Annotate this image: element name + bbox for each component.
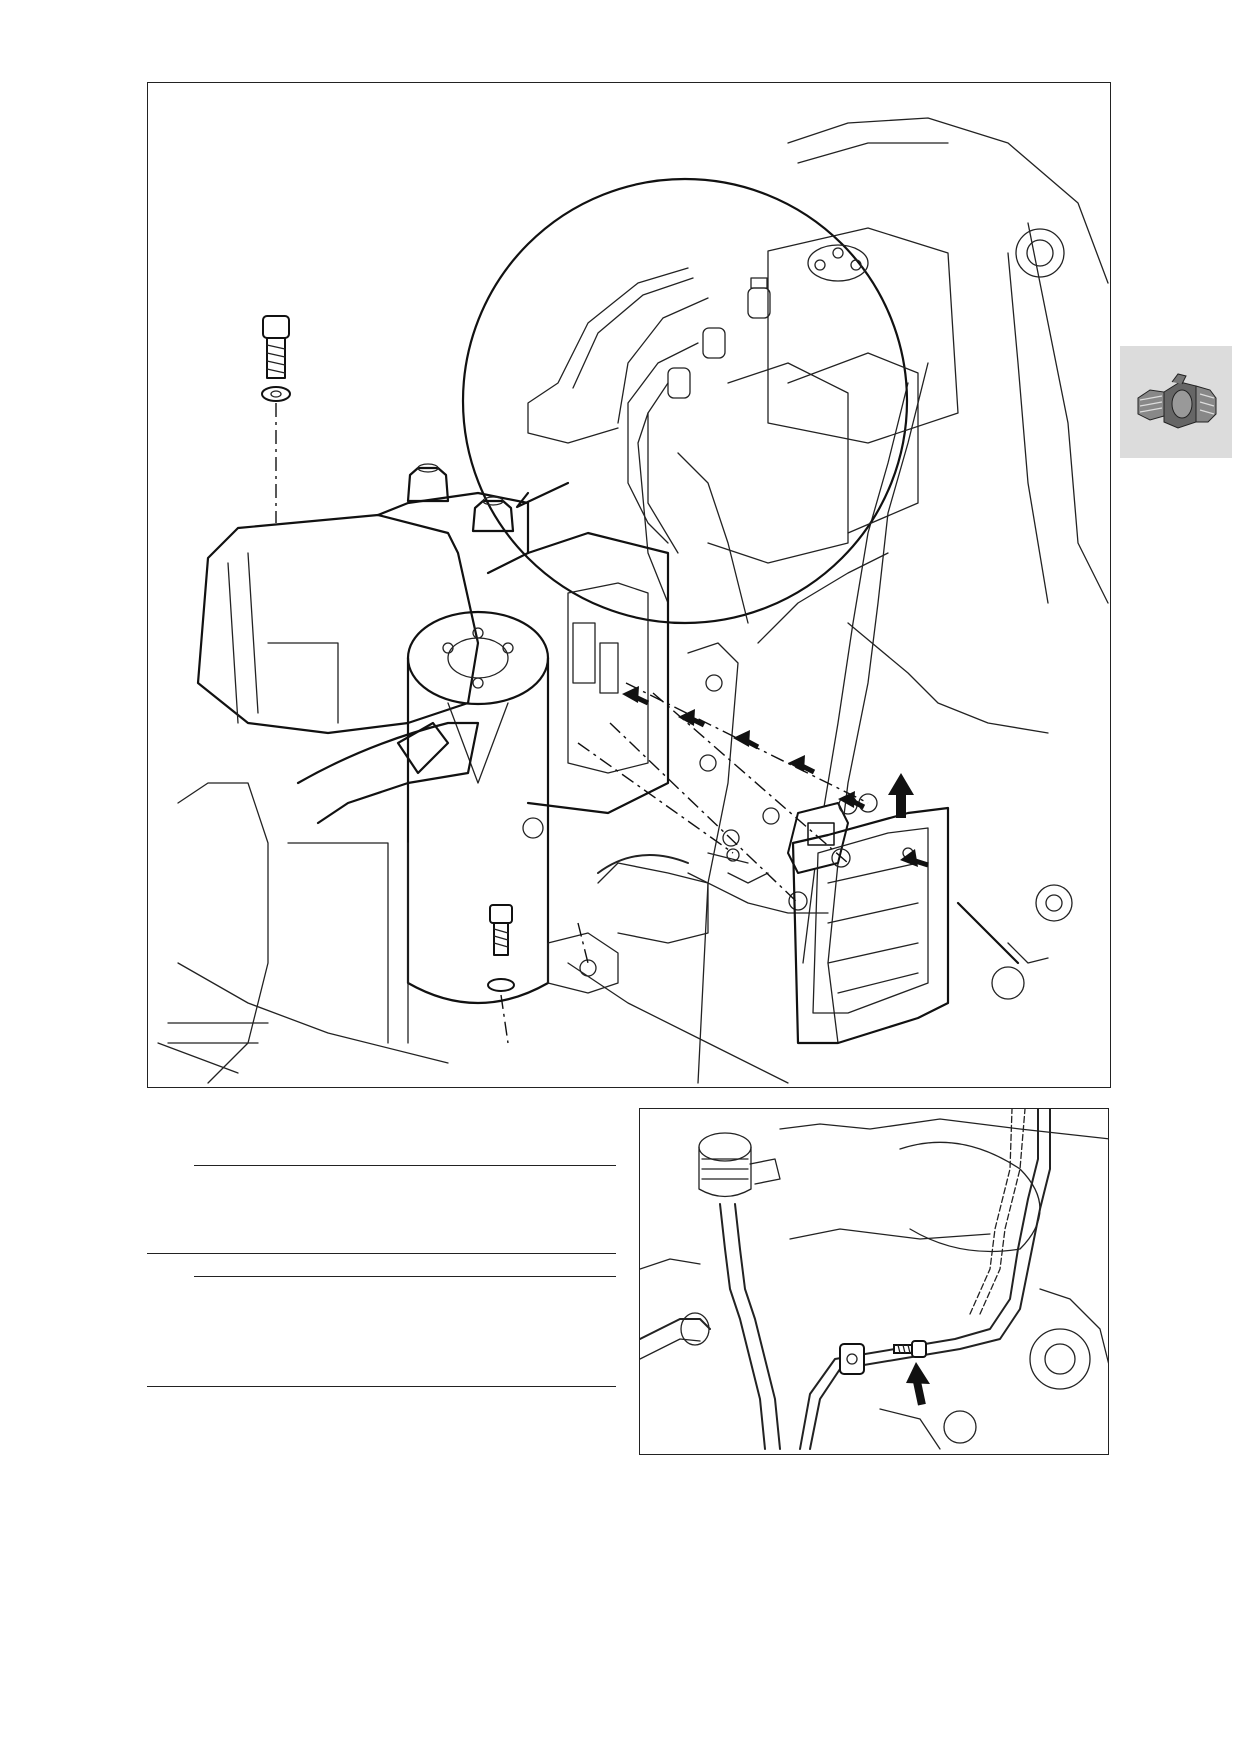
engine-icon bbox=[1137, 373, 1217, 429]
frame-nut bbox=[991, 228, 1073, 1000]
caption-rule-3 bbox=[194, 1276, 616, 1277]
abs-modulator-illustration bbox=[147, 82, 1111, 1088]
caption-rule-4 bbox=[147, 1386, 616, 1387]
engine-section-thumbnail bbox=[1120, 346, 1232, 458]
caption-rule-1 bbox=[194, 1165, 616, 1166]
screw-top-left bbox=[261, 315, 291, 402]
frame-sketch bbox=[157, 117, 1109, 1084]
brake-line-clip-illustration bbox=[639, 1108, 1109, 1455]
connector-and-nuts bbox=[687, 793, 878, 914]
up-arrow-small bbox=[906, 1362, 930, 1406]
caption-rule-2 bbox=[147, 1253, 616, 1254]
abs-unit bbox=[167, 463, 670, 1084]
screw-bottom bbox=[487, 904, 515, 992]
detail-circle bbox=[461, 177, 959, 625]
clip-screw bbox=[893, 1340, 927, 1358]
direction-arrows bbox=[622, 686, 929, 868]
